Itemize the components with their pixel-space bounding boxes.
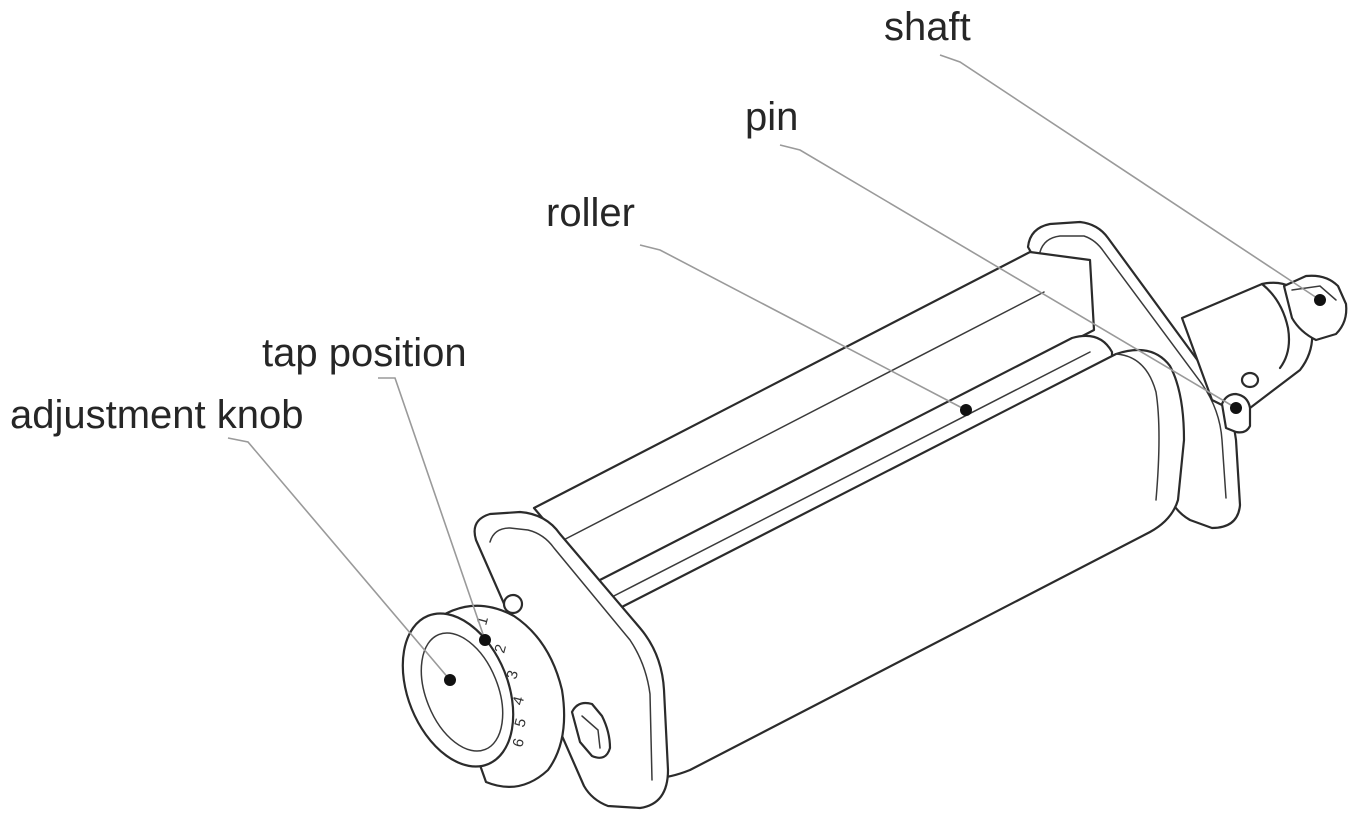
roller-leader xyxy=(639,244,967,411)
shaft-label: shaft xyxy=(884,5,971,49)
roller-callout-dot xyxy=(960,404,972,416)
adjustment-knob-label: adjustment knob xyxy=(10,393,304,437)
pin-callout-dot xyxy=(1230,402,1242,414)
tap-position-label: tap position xyxy=(262,331,467,375)
housing-hole xyxy=(1240,371,1260,389)
shaft-leader xyxy=(939,54,1321,301)
adjustment-knob-leader xyxy=(227,437,451,681)
pin-leader xyxy=(779,144,1237,409)
tap-position-stud xyxy=(502,593,524,615)
shaft-tip xyxy=(1282,274,1348,342)
front-flange xyxy=(473,510,670,810)
tap-position-leader xyxy=(378,377,486,641)
tap-position-callout-dot xyxy=(479,634,491,646)
pin-label: pin xyxy=(745,95,798,139)
adjustment-knob-callout-dot xyxy=(444,674,456,686)
adjustment-knob: 1 2 3 4 5 6 xyxy=(401,604,566,788)
roller-body xyxy=(532,250,1186,780)
side-slot xyxy=(570,701,612,759)
shaft-callout-dot xyxy=(1314,294,1326,306)
roller-label: roller xyxy=(546,191,635,235)
